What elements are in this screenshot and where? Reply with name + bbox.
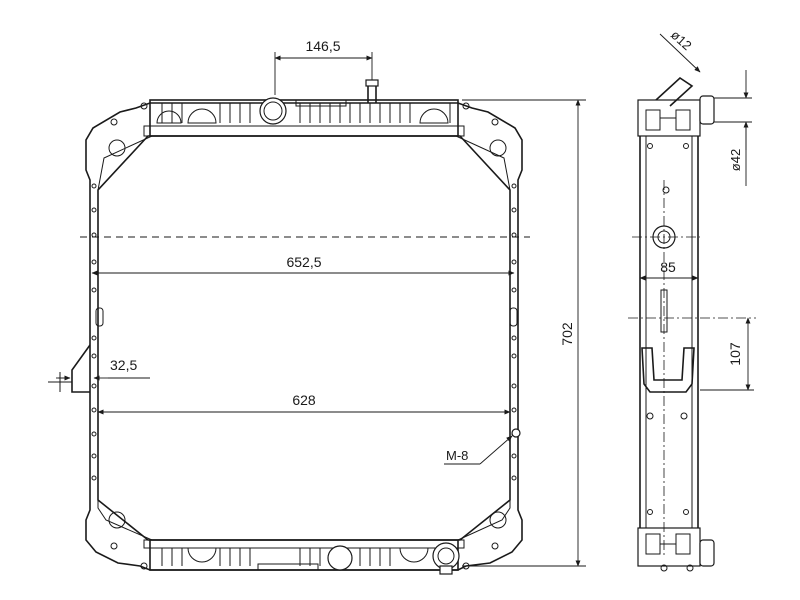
frame-outline xyxy=(85,102,523,571)
top-label-plate xyxy=(295,99,347,107)
dim-outlet-diameter: ø42 xyxy=(728,149,743,171)
dim-overall-width: 652,5 xyxy=(286,254,321,270)
top-tank xyxy=(149,99,459,137)
dim-pipe-diameter: ø12 xyxy=(668,27,695,53)
left-bracket-bolt xyxy=(48,372,72,392)
m8-stud xyxy=(511,428,521,438)
drain-plug-tip xyxy=(439,565,453,575)
side-bottom-outlet xyxy=(699,539,715,567)
bottom-label-plate xyxy=(257,563,319,571)
front-dimensions: 146,5 652,5 628 32,5 702 M-8 xyxy=(56,38,586,567)
bottom-tank-pockets xyxy=(187,547,429,563)
drain-plug xyxy=(432,542,460,570)
side-body-inner xyxy=(645,108,693,562)
dim-bracket-height: 107 xyxy=(727,342,743,366)
frame-inner xyxy=(97,135,511,541)
vent-pipe-tip xyxy=(365,79,379,87)
callout-thread: M-8 xyxy=(446,448,468,463)
side-body xyxy=(639,107,699,563)
side-outlet xyxy=(699,95,715,125)
top-tank-flange xyxy=(143,125,465,137)
side-top-tank-detail xyxy=(645,109,691,131)
filler-neck-inner xyxy=(263,101,283,121)
top-tank-pockets xyxy=(156,108,449,124)
dim-top-offset: 146,5 xyxy=(305,38,340,54)
side-bottom-tank-detail xyxy=(645,533,691,555)
dim-core-width: 628 xyxy=(292,392,316,408)
left-side-bracket xyxy=(71,344,91,393)
dim-depth: 85 xyxy=(660,259,676,275)
side-top-pipe xyxy=(655,76,694,107)
side-mounting-bracket xyxy=(641,347,695,393)
side-dimensions: ø12 ø42 85 107 xyxy=(639,27,754,391)
front-view xyxy=(48,79,530,575)
bottom-outlet xyxy=(327,545,353,571)
dim-overall-height: 702 xyxy=(559,322,575,346)
bottom-tank xyxy=(149,539,459,571)
drain-plug-inner xyxy=(437,547,455,565)
bottom-tank-flange xyxy=(143,539,465,549)
bottom-tank-ribs xyxy=(161,548,451,566)
side-rail-holes xyxy=(91,183,518,481)
radiator-core xyxy=(97,135,511,541)
dim-side-offset: 32,5 xyxy=(110,357,137,373)
side-view xyxy=(628,76,756,572)
side-view-holes xyxy=(646,143,689,515)
mounting-holes xyxy=(108,102,507,570)
